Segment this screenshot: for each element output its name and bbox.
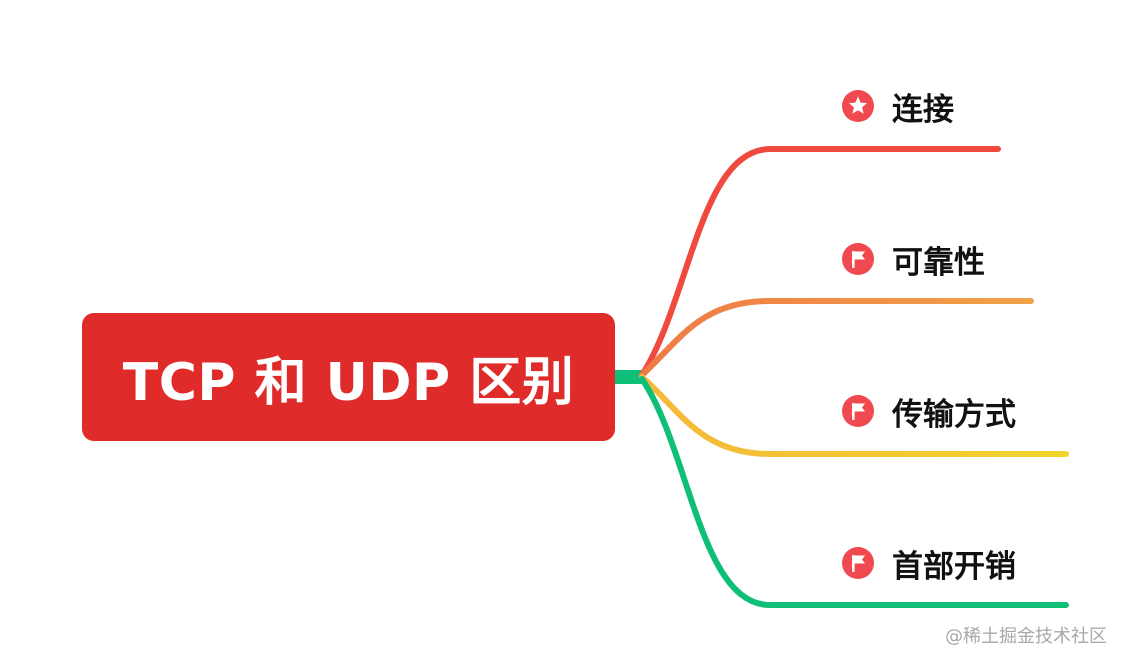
branch-topic-connection[interactable]: 连接 <box>842 84 954 128</box>
branch-label: 可靠性 <box>892 244 985 281</box>
star-icon <box>842 90 874 122</box>
branch-label: 首部开销 <box>892 548 1016 585</box>
branch-connector-reliability <box>639 298 1034 378</box>
branch-topic-header-overhead[interactable]: 首部开销 <box>842 541 1016 585</box>
root-topic-label: TCP 和 UDP 区别 <box>122 352 575 413</box>
branch-connector-connection <box>639 146 1001 378</box>
branch-label: 连接 <box>892 91 954 128</box>
watermark: @稀土掘金技术社区 <box>945 626 1107 647</box>
branch-topic-transfer-mode[interactable]: 传输方式 <box>842 389 1016 433</box>
flag-icon <box>842 243 874 275</box>
flag-icon <box>842 395 874 427</box>
branch-topic-reliability[interactable]: 可靠性 <box>842 237 985 281</box>
branch-label: 传输方式 <box>892 396 1016 433</box>
flag-icon <box>842 547 874 579</box>
branch-connector-transfer-mode <box>639 374 1069 457</box>
root-topic[interactable]: TCP 和 UDP 区别 <box>82 313 615 441</box>
branch-connector-header-overhead <box>639 376 1069 608</box>
